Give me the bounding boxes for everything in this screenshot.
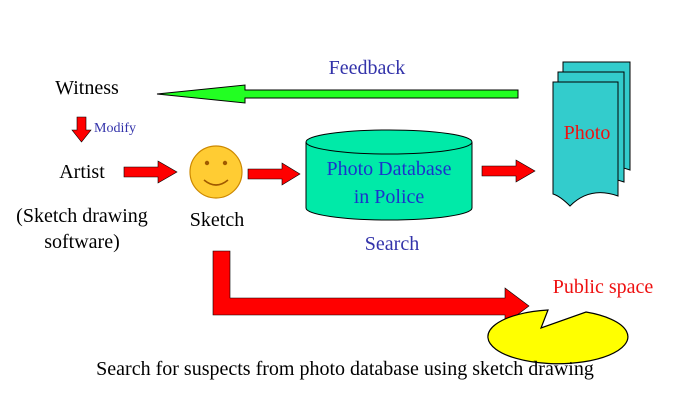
software-label-line1: (Sketch drawing — [16, 205, 148, 227]
artist-label: Artist — [59, 161, 105, 183]
software-label-line2: software) — [44, 231, 120, 253]
smiley-face-icon — [189, 145, 243, 199]
sketch-to-database-arrow — [247, 162, 301, 186]
artist-to-sketch-arrow — [123, 160, 178, 184]
sketch-label: Sketch — [190, 209, 244, 231]
diagram-caption: Search for suspects from photo database … — [96, 358, 594, 380]
document-stack-icon — [552, 61, 631, 207]
speech-bubble-icon — [487, 309, 629, 365]
modify-label: Modify — [94, 121, 136, 136]
feedback-arrow — [156, 84, 519, 104]
cylinder-database-icon — [305, 129, 473, 221]
modify-arrow — [71, 116, 92, 143]
public-space-label: Public space — [553, 276, 654, 298]
database-label-line2: in Police — [354, 186, 425, 208]
sketch-to-public-arrow — [212, 250, 530, 325]
witness-label: Witness — [55, 77, 119, 99]
search-label: Search — [365, 233, 419, 255]
database-to-photo-arrow — [481, 159, 536, 183]
photo-label: Photo — [564, 122, 611, 144]
database-label-line1: Photo Database — [327, 158, 452, 180]
feedback-label: Feedback — [329, 57, 406, 79]
